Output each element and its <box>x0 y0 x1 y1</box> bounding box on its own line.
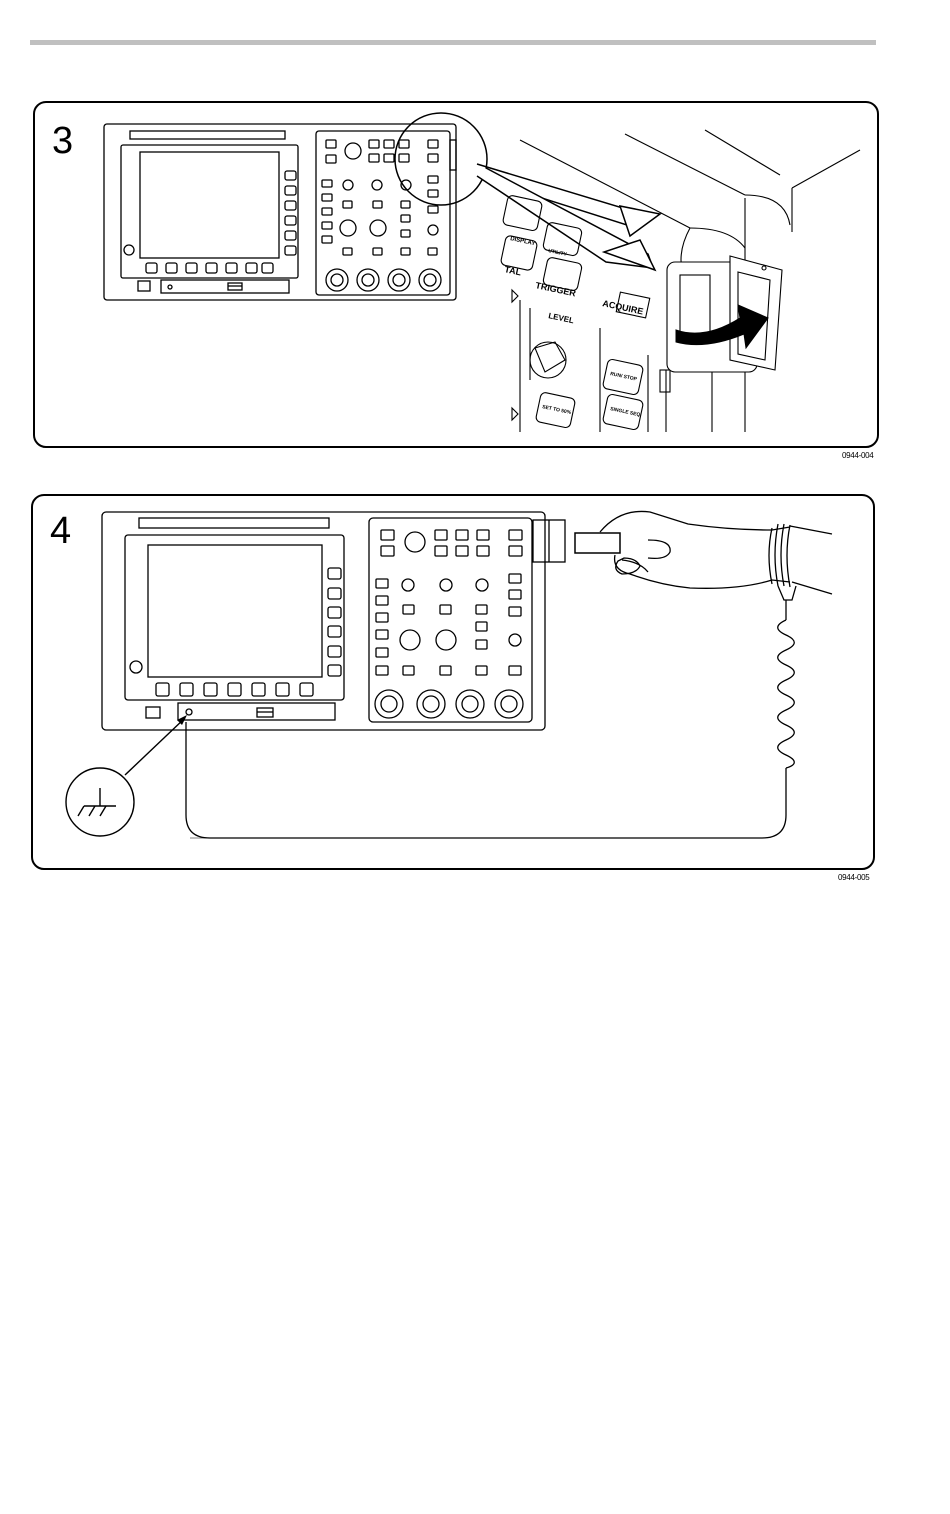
figure-step-4 <box>0 0 950 900</box>
memory-card <box>575 533 620 553</box>
hand-icon <box>600 511 790 588</box>
wrist-strap-icon <box>186 524 796 838</box>
step-number-4: 4 <box>50 512 71 550</box>
oscilloscope-front <box>102 512 565 730</box>
ground-symbol-icon <box>66 718 185 836</box>
figure-id-4: 0944-005 <box>838 873 869 882</box>
